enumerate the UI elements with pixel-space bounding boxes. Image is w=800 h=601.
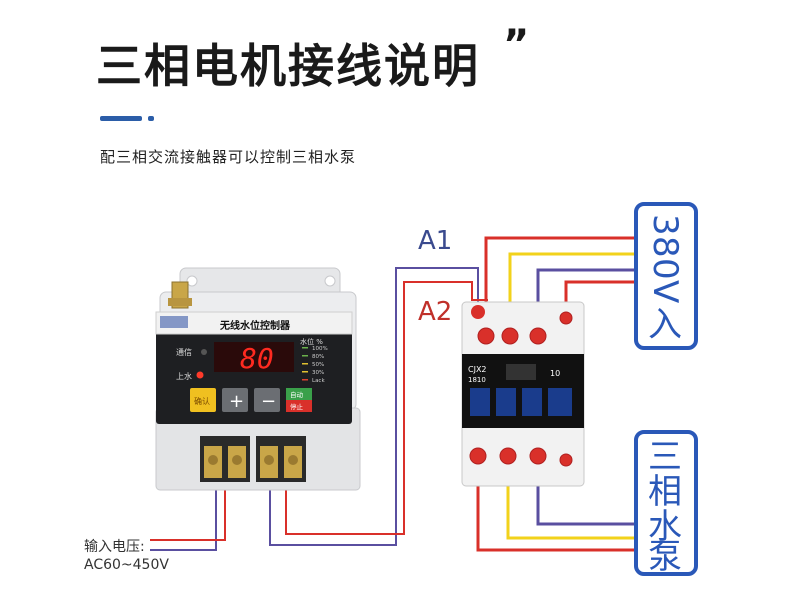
contactor-model-num: 1810 (468, 376, 486, 384)
supply-char-1: 3 (645, 214, 685, 236)
fill-led (196, 371, 204, 379)
wire-t1-bottom (476, 460, 636, 552)
input-voltage-label: 输入电压: (84, 539, 145, 555)
input-voltage-range: AC60~450V (84, 557, 169, 573)
quote-mark: ” (503, 22, 530, 68)
wire-l2-top (508, 252, 636, 322)
wire-coil-red (150, 482, 226, 541)
auto-button-label: 自动 (290, 390, 304, 399)
supply-char-2: 8 (645, 236, 685, 258)
fill-label: 上水 (176, 371, 192, 381)
contactor-aux-num: 10 (550, 369, 560, 378)
terminal-block-right (256, 436, 306, 482)
wire-a1 (269, 267, 479, 546)
wire-coil-purple (150, 482, 217, 551)
pump-char-2: 相 (648, 472, 682, 512)
level-2: 80% (312, 354, 324, 360)
supply-char-4: V (645, 280, 685, 303)
label-a2: A2 (418, 297, 452, 327)
stop-button-label: 停止 (290, 402, 304, 411)
wire-l1-top (484, 236, 636, 322)
plus-button-label: + (229, 391, 244, 412)
minus-button[interactable]: − (254, 388, 280, 412)
level-3: 50% (312, 362, 324, 368)
title-underline-dot (148, 116, 154, 121)
water-level-controller: 无线水位控制器 通信 上水 80 水位 % 100% 80% 50% 30% L… (155, 267, 361, 491)
title-underline (100, 116, 142, 121)
minus-button-label: − (261, 391, 276, 412)
level-title: 水位 % (300, 337, 323, 346)
signal-label: 通信 (176, 347, 192, 357)
contactor-model: CJX2 (468, 365, 487, 374)
supply-char-5: 入 (648, 305, 682, 345)
wire-a2 (285, 281, 488, 535)
auto-stop-button[interactable]: 自动 停止 (286, 388, 312, 412)
pump-char-3: 水 (648, 507, 682, 547)
signal-led (201, 349, 207, 355)
mode-button-label: 确认 (194, 396, 210, 406)
led-display (214, 342, 294, 372)
pump-char-4: 泵 (648, 537, 682, 577)
supply-label-group: 3 8 0 V (645, 214, 685, 303)
supply-char-3: 0 (645, 258, 685, 280)
supply-box (634, 202, 698, 350)
level-1: 100% (312, 346, 328, 352)
level-4: 30% (312, 370, 324, 376)
level-5: Lack (312, 378, 325, 384)
pump-char-1: 三 (648, 437, 682, 477)
page-title: 三相电机接线说明 (96, 39, 480, 93)
page-subtitle: 配三相交流接触器可以控制三相水泵 (100, 148, 357, 166)
led-display-value: 80 (240, 342, 274, 375)
terminal-block-left (200, 436, 250, 482)
mode-button[interactable]: 确认 (190, 388, 216, 412)
contactor: CJX2 1810 10 (461, 301, 585, 487)
plus-button[interactable]: + (222, 388, 248, 412)
pump-box (634, 430, 698, 576)
level-list: 100% 80% 50% 30% Lack (302, 346, 328, 384)
controller-name: 无线水位控制器 (219, 319, 291, 332)
label-a1: A1 (418, 226, 452, 256)
